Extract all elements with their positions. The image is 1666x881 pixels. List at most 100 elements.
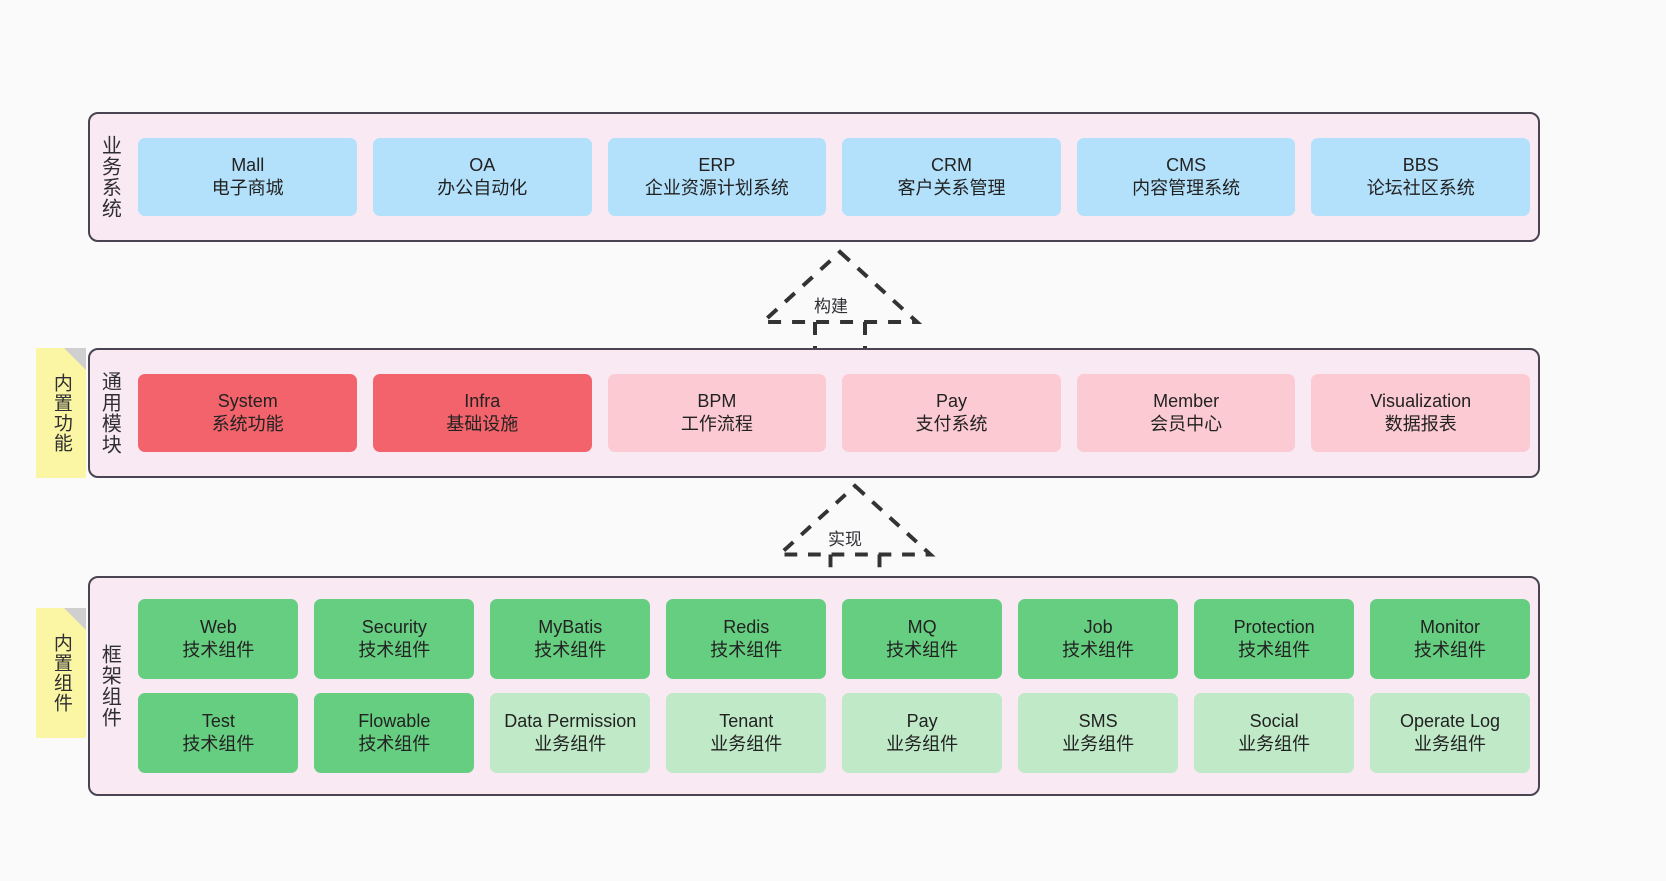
layer-title-business: 业务系统 (98, 135, 121, 219)
node-mybatis-en: MyBatis (538, 616, 603, 637)
node-job[interactable]: Job 技术组件 (1018, 599, 1179, 679)
node-redis-cn: 技术组件 (710, 640, 783, 660)
node-member-en: Member (1153, 390, 1220, 411)
business-node-list: Mall 电子商城 OA 办公自动化 ERP 企业资源计划系统 CRM 客户关系… (130, 138, 1538, 216)
note-builtin-components: 内置组件 (36, 608, 86, 738)
node-system[interactable]: System 系统功能 (138, 374, 357, 452)
node-cms-cn: 内容管理系统 (1132, 178, 1241, 198)
node-visualization-en: Visualization (1370, 390, 1472, 411)
node-pay-module-cn: 支付系统 (915, 414, 988, 434)
node-mybatis-cn: 技术组件 (534, 640, 607, 660)
node-protection-cn: 技术组件 (1238, 640, 1311, 660)
node-erp-en: ERP (698, 154, 736, 175)
node-flowable[interactable]: Flowable 技术组件 (314, 693, 475, 773)
note-builtin-components-label: 内置组件 (50, 633, 72, 713)
node-pay-component-cn: 业务组件 (886, 734, 959, 754)
arrow-implement (774, 483, 936, 580)
node-oa-en: OA (469, 154, 496, 175)
node-bpm-cn: 工作流程 (680, 414, 753, 434)
note-fold-corner-icon (64, 608, 86, 630)
node-erp[interactable]: ERP 企业资源计划系统 (607, 138, 827, 216)
note-builtin-features: 内置功能 (36, 348, 86, 478)
node-job-en: Job (1083, 616, 1113, 637)
layer-title-modules: 通用模块 (98, 371, 121, 455)
arrow-build (757, 249, 923, 348)
node-pay-component-en: Pay (906, 710, 938, 731)
node-security[interactable]: Security 技术组件 (314, 599, 475, 679)
node-system-en: System (217, 390, 278, 411)
modules-node-list: System 系统功能 Infra 基础设施 BPM 工作流程 Pay 支付系统… (130, 374, 1538, 452)
arrow-implement-label: 实现 (826, 525, 864, 550)
node-sms-cn: 业务组件 (1062, 734, 1135, 754)
framework-node-grid: Web 技术组件 Security 技术组件 MyBatis 技术组件 Redi… (130, 599, 1538, 773)
note-builtin-features-label: 内置功能 (50, 373, 72, 453)
node-monitor-en: Monitor (1420, 616, 1481, 637)
node-web[interactable]: Web 技术组件 (138, 599, 299, 679)
node-pay-module[interactable]: Pay 支付系统 (842, 374, 1061, 452)
node-web-en: Web (200, 616, 237, 637)
node-erp-cn: 企业资源计划系统 (644, 178, 789, 198)
node-security-cn: 技术组件 (358, 640, 431, 660)
node-mall-cn: 电子商城 (211, 178, 284, 198)
node-monitor[interactable]: Monitor 技术组件 (1370, 599, 1531, 679)
node-mall-en: Mall (231, 154, 265, 175)
framework-row-business: Test 技术组件 Flowable 技术组件 Data Permission … (130, 693, 1538, 773)
node-protection-en: Protection (1233, 616, 1315, 637)
node-social-cn: 业务组件 (1238, 734, 1311, 754)
node-flowable-en: Flowable (358, 710, 431, 731)
node-visualization[interactable]: Visualization 数据报表 (1311, 374, 1531, 452)
node-bbs-cn: 论坛社区系统 (1366, 178, 1475, 198)
layer-title-framework: 框架组件 (98, 644, 121, 728)
node-bpm[interactable]: BPM 工作流程 (607, 374, 827, 452)
node-web-cn: 技术组件 (182, 640, 255, 660)
node-crm-en: CRM (931, 154, 973, 175)
node-member[interactable]: Member 会员中心 (1076, 374, 1296, 452)
node-cms[interactable]: CMS 内容管理系统 (1076, 138, 1296, 216)
node-data-permission[interactable]: Data Permission 业务组件 (490, 693, 651, 773)
node-oa[interactable]: OA 办公自动化 (373, 138, 592, 216)
note-fold-corner-icon (64, 348, 86, 370)
node-pay-component[interactable]: Pay 业务组件 (842, 693, 1003, 773)
node-test-cn: 技术组件 (182, 734, 255, 754)
node-infra-cn: 基础设施 (446, 414, 519, 434)
node-cms-en: CMS (1166, 154, 1207, 175)
layer-business-systems: 业务系统 Mall 电子商城 OA 办公自动化 ERP 企业资源计划系统 CRM… (88, 112, 1540, 242)
node-system-cn: 系统功能 (211, 414, 284, 434)
layer-framework-components: 框架组件 Web 技术组件 Security 技术组件 MyBatis 技术组件 (88, 576, 1540, 796)
node-social[interactable]: Social 业务组件 (1194, 693, 1355, 773)
node-mybatis[interactable]: MyBatis 技术组件 (490, 599, 651, 679)
node-monitor-cn: 技术组件 (1414, 640, 1487, 660)
node-crm[interactable]: CRM 客户关系管理 (842, 138, 1061, 216)
node-tenant-cn: 业务组件 (710, 734, 783, 754)
node-tenant-en: Tenant (719, 710, 774, 731)
node-tenant[interactable]: Tenant 业务组件 (666, 693, 827, 773)
node-redis[interactable]: Redis 技术组件 (666, 599, 827, 679)
node-infra[interactable]: Infra 基础设施 (373, 374, 592, 452)
node-mall[interactable]: Mall 电子商城 (138, 138, 357, 216)
layer-common-modules: 通用模块 System 系统功能 Infra 基础设施 BPM 工作流程 Pay… (88, 348, 1540, 478)
node-pay-module-en: Pay (936, 390, 968, 411)
node-data-permission-cn: 业务组件 (534, 734, 607, 754)
node-sms[interactable]: SMS 业务组件 (1018, 693, 1179, 773)
node-sms-en: SMS (1078, 710, 1118, 731)
node-operate-log-cn: 业务组件 (1414, 734, 1487, 754)
node-bpm-en: BPM (697, 390, 737, 411)
node-bbs[interactable]: BBS 论坛社区系统 (1311, 138, 1531, 216)
node-flowable-cn: 技术组件 (358, 734, 431, 754)
framework-row-technical: Web 技术组件 Security 技术组件 MyBatis 技术组件 Redi… (130, 599, 1538, 679)
node-mq[interactable]: MQ 技术组件 (842, 599, 1003, 679)
node-security-en: Security (361, 616, 427, 637)
node-data-permission-en: Data Permission (504, 710, 637, 731)
node-oa-cn: 办公自动化 (437, 178, 528, 198)
node-bbs-en: BBS (1402, 154, 1439, 175)
node-redis-en: Redis (723, 616, 770, 637)
node-operate-log-en: Operate Log (1400, 710, 1501, 731)
node-job-cn: 技术组件 (1062, 640, 1135, 660)
node-test[interactable]: Test 技术组件 (138, 693, 299, 773)
node-protection[interactable]: Protection 技术组件 (1194, 599, 1355, 679)
node-crm-cn: 客户关系管理 (897, 178, 1006, 198)
node-operate-log[interactable]: Operate Log 业务组件 (1370, 693, 1531, 773)
node-visualization-cn: 数据报表 (1384, 414, 1457, 434)
arrow-build-label: 构建 (812, 292, 850, 317)
